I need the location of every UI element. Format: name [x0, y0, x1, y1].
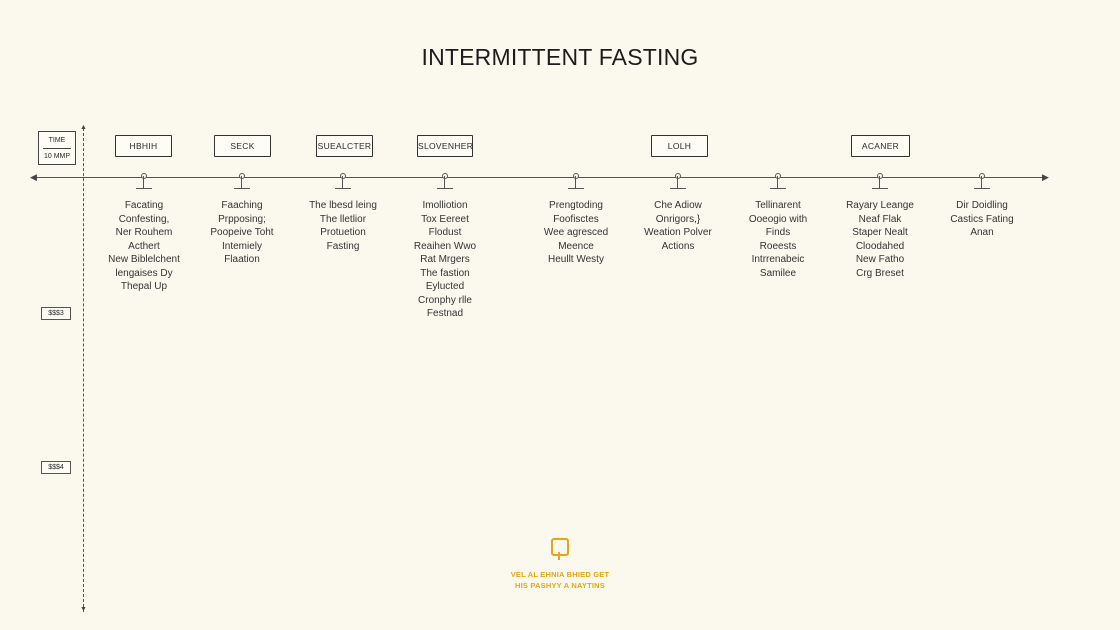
description-line: Tox Eereet	[421, 213, 469, 225]
timeline-marker	[872, 173, 888, 189]
description-line: Tellinarent	[755, 200, 801, 211]
description-line: Faaching	[221, 200, 263, 211]
description-line: Roeests	[759, 240, 797, 252]
time-legend-label: TIME	[43, 132, 71, 149]
description-line: Castics Fating	[950, 213, 1014, 225]
timeline-axis	[36, 177, 1046, 178]
description-line: Ooeogio with	[748, 213, 808, 225]
description-line: Facating	[124, 200, 164, 211]
phase-box: SUEALCTER	[316, 135, 373, 157]
description-line: New Fatho	[855, 254, 905, 265]
phase-box: ACANER	[851, 135, 910, 157]
description-line: Flaation	[224, 254, 260, 265]
timeline-marker	[770, 173, 786, 189]
description-line: The fastion	[420, 267, 470, 279]
description-line: Samilee	[759, 267, 797, 279]
description-line: Poopeive Toht	[210, 227, 274, 238]
timeline-marker	[670, 173, 686, 189]
description-line: Crg Breset	[856, 267, 904, 279]
description-line: Heullt Westy	[548, 254, 604, 265]
description-line: Intemiely	[221, 240, 262, 252]
description-line: Imolliotion	[422, 200, 468, 211]
milestone-description: Facating Confesting, Ner Rouhem Acthert …	[89, 199, 199, 294]
description-line: Staper Nealt	[852, 227, 908, 238]
description-line: Thepal Up	[120, 281, 168, 292]
description-line: Confesting,	[118, 213, 170, 225]
timeline-arrow-right-icon: ▶	[1042, 172, 1049, 182]
description-line: New Biblelchent	[108, 254, 180, 265]
description-line: Protuetion	[320, 227, 366, 238]
callout-line: HIS PASHYY A NAYTINS	[515, 581, 605, 590]
vertical-axis-arrow-up-icon: ▲	[80, 124, 87, 131]
description-line: Intrrenabeic	[751, 254, 805, 265]
milestone-description: Rayary Leange Neaf Flak Staper Nealt Clo…	[825, 199, 935, 280]
description-line: Prengtoding	[549, 200, 603, 211]
phase-box: SLOVENHER	[417, 135, 473, 157]
description-line: Flodust	[428, 227, 462, 238]
description-line: Wee agresced	[543, 227, 609, 238]
description-line: The lletlior	[319, 213, 367, 225]
milestone-description: Che Adiow Onrigors,} Weation Polver Acti…	[623, 199, 733, 253]
time-legend-box: TIME 10 MMP	[38, 131, 76, 165]
milestone-description: Dir Doidling Castics Fating Anan	[927, 199, 1037, 240]
milestone-description: Prengtoding Foofisctes Wee agresced Meen…	[521, 199, 631, 267]
phase-box: LOLH	[651, 135, 708, 157]
callout-line: VEL AL EHNIA BHIED GET	[510, 570, 610, 579]
time-legend-value: 10 MMP	[43, 153, 71, 160]
lightbulb-icon	[551, 538, 569, 560]
phase-box: HBHIH	[115, 135, 172, 157]
description-line: The lbesd leing	[309, 200, 377, 211]
y-axis-label: $$$4	[41, 461, 71, 474]
description-line: Neaf Flak	[858, 213, 902, 225]
timeline-marker	[335, 173, 351, 189]
description-line: Festnad	[426, 308, 464, 319]
description-line: Eylucted	[425, 281, 465, 292]
description-line: Weation Polver	[644, 227, 712, 238]
vertical-axis-arrow-down-icon: ▼	[80, 606, 87, 613]
description-line: lengaises Dy	[115, 267, 173, 279]
description-line: Dir Doidling	[956, 200, 1008, 211]
phase-box: SECK	[214, 135, 271, 157]
milestone-description: Imolliotion Tox Eereet Flodust Reaihen W…	[390, 199, 500, 321]
description-line: Cronphy rlle	[418, 294, 472, 306]
milestone-description: Tellinarent Ooeogio with Finds Roeests I…	[723, 199, 833, 280]
timeline-marker	[568, 173, 584, 189]
description-line: Meence	[558, 240, 594, 252]
description-line: Cloodahed	[855, 240, 905, 252]
description-line: Rat Mrgers	[420, 254, 470, 265]
milestone-description: The lbesd leing The lletlior Protuetion …	[288, 199, 398, 253]
diagram-title: INTERMITTENT FASTING	[421, 44, 699, 70]
y-axis-label: $$$3	[41, 307, 71, 320]
description-line: Acthert	[128, 240, 160, 252]
description-line: Actions	[661, 240, 695, 252]
description-line: Onrigors,}	[655, 213, 701, 225]
description-line: Rayary Leange	[846, 200, 914, 211]
description-line: Foofisctes	[553, 213, 599, 225]
description-line: Ner Rouhem	[115, 227, 173, 238]
timeline-marker	[974, 173, 990, 189]
description-line: Reaihen Wwo	[413, 240, 477, 252]
description-line: Finds	[765, 227, 791, 238]
timeline-marker	[234, 173, 250, 189]
description-line: Prpposing;	[218, 213, 266, 225]
description-line: Che Adiow	[654, 200, 702, 211]
callout-note: VEL AL EHNIA BHIED GET HIS PASHYY A NAYT…	[440, 538, 680, 591]
timeline-marker	[136, 173, 152, 189]
timeline-arrow-left-icon: ◀	[30, 172, 37, 182]
description-line: Fasting	[326, 240, 360, 252]
description-line: Anan	[970, 227, 994, 238]
vertical-axis	[83, 128, 85, 612]
milestone-description: Faaching Prpposing; Poopeive Toht Intemi…	[187, 199, 297, 267]
timeline-marker	[437, 173, 453, 189]
